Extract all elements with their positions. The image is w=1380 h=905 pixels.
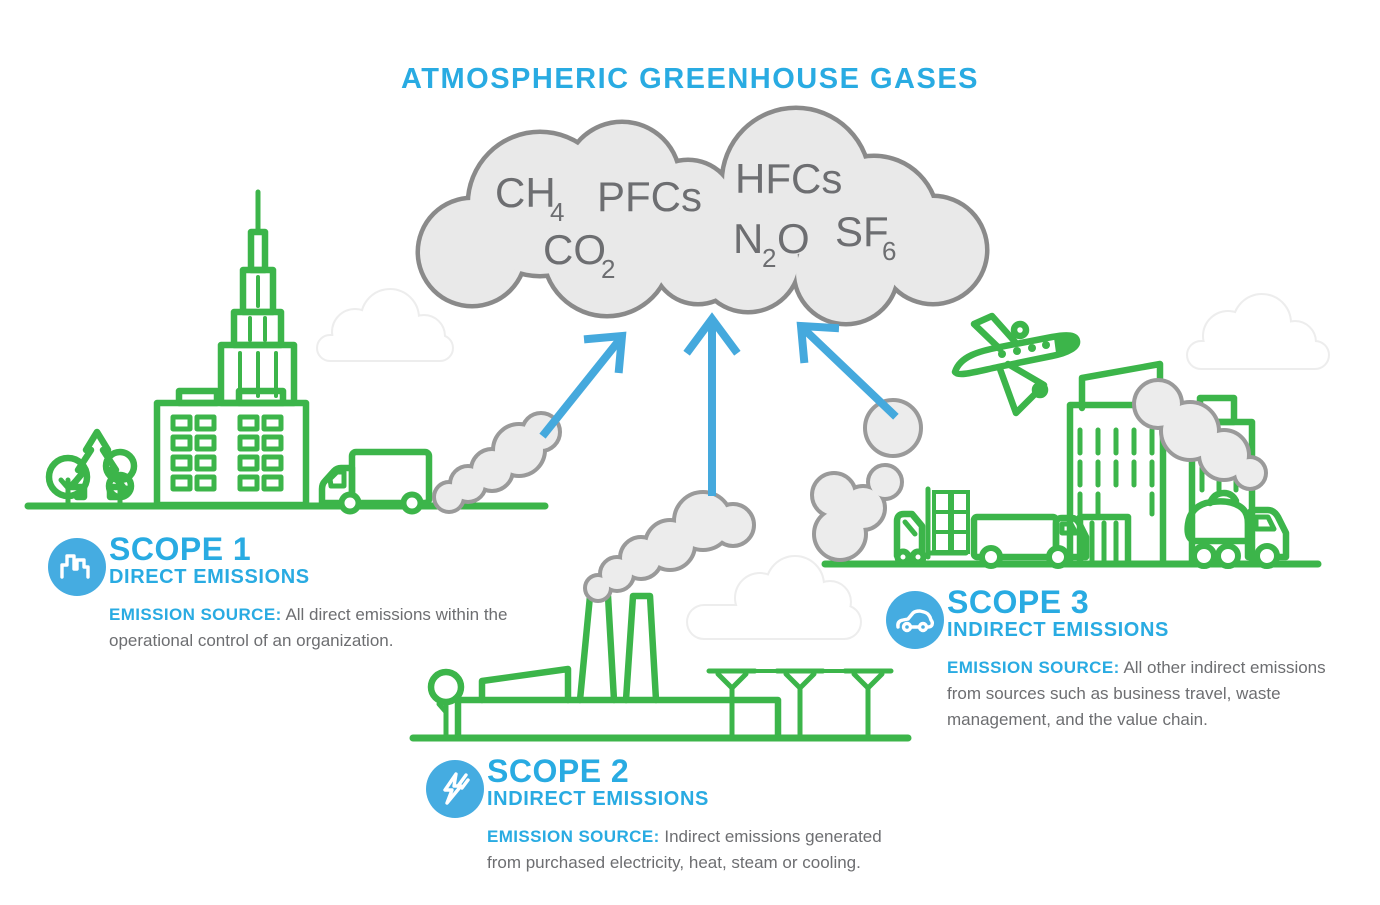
emission-arrow-scope2-head [683,312,741,356]
car-icon [886,591,944,649]
gas-label-sf6: SF [835,208,889,255]
scope1-illustration [24,189,549,515]
white-cloud-right [1186,293,1330,370]
forklift [893,486,970,566]
scope2-source-label: EMISSION SOURCE: [487,827,660,846]
scope3-subtitle: INDIRECT EMISSIONS [947,619,1169,641]
gas-label-hfcs: HFCs [735,155,842,202]
scope1-block: SCOPE 1 DIRECT EMISSIONS EMISSION SOURCE… [47,533,529,654]
scope1-subtitle: DIRECT EMISSIONS [109,566,310,588]
gas-label-ch4-sub: 4 [550,197,564,227]
white-cloud-left [316,288,454,362]
gas-label-n2o-n: N [733,215,763,262]
gas-label-co2-sub: 2 [601,254,615,284]
trees [45,428,138,508]
scope3-description: EMISSION SOURCE: All other indirect emis… [947,658,1326,729]
gas-label-ch4: CH [495,169,556,216]
power-pylons [706,668,894,740]
scope3-block: SCOPE 3 INDIRECT EMISSIONS EMISSION SOUR… [885,586,1342,733]
scope2-subtitle: INDIRECT EMISSIONS [487,788,709,810]
white-cloud-middle [686,555,862,640]
gas-label-sf6-sub: 6 [882,236,896,266]
airplane [951,312,1081,417]
lightning-bolt-icon [426,760,484,818]
gas-label-co2: CO [543,226,606,273]
scope1-title: SCOPE 1 [109,531,252,567]
delivery-truck [318,448,433,515]
gas-label-n2o-o: O [777,215,810,262]
scope1-description: EMISSION SOURCE: All direct emissions wi… [109,605,508,650]
gas-label-n2o-sub: 2 [762,243,776,273]
gas-cloud: CH 4 PFCs HFCs CO 2 N 2 O SF 6 [420,110,985,322]
emission-arrows [539,312,899,496]
scope2-description: EMISSION SOURCE: Indirect emissions gene… [487,827,882,872]
scope3-title: SCOPE 3 [947,584,1090,620]
scope2-block: SCOPE 2 INDIRECT EMISSIONS EMISSION SOUR… [425,755,902,876]
gas-label-pfcs: PFCs [597,173,702,220]
gas-labels: CH 4 PFCs HFCs CO 2 N 2 O SF 6 [495,155,896,284]
scope2-title: SCOPE 2 [487,753,630,789]
emission-arrow-scope3 [801,326,899,420]
box-truck [970,513,1090,569]
city-skyline-icon [48,538,106,596]
skyscraper [153,189,310,509]
emission-arrow-scope1-head [583,331,627,374]
cargo-boxes [932,490,970,554]
scope3-source-label: EMISSION SOURCE: [947,658,1120,677]
smoke-factory-scope2 [587,494,752,599]
smoke-truck-scope1 [436,415,558,510]
smoke-logistics-scope3 [814,402,919,558]
emission-arrow-scope1 [539,337,623,439]
emission-arrow-scope3-head [796,321,840,364]
scope1-source-label: EMISSION SOURCE: [109,605,282,624]
mixer-truck [1184,489,1290,569]
skyscraper-windows [170,414,284,492]
page-title: ATMOSPHERIC GREENHOUSE GASES [400,63,980,95]
